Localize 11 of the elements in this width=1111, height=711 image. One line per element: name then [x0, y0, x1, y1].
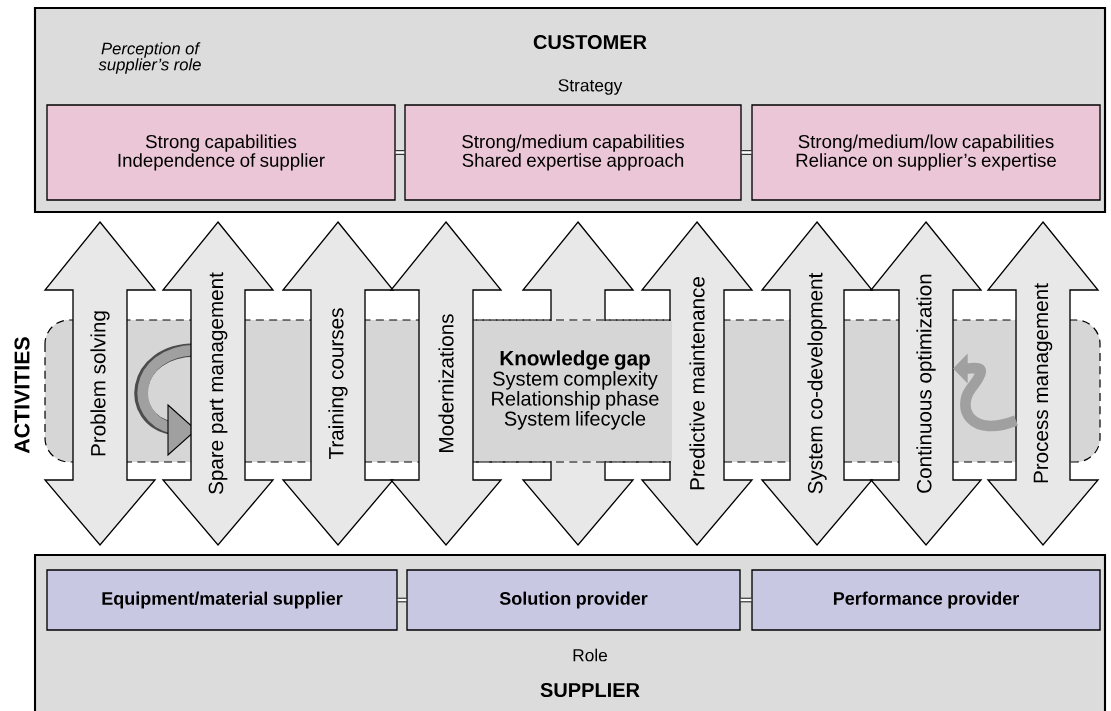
connector — [740, 597, 752, 603]
role-box: Solution provider — [406, 569, 741, 631]
knowledge-gap-box: Knowledge gap System complexity Relationship phase System lifecycle — [475, 319, 673, 463]
connector — [397, 597, 407, 603]
strategy-box: Strong/medium/low capabilities Reliance on supplier’s expertise — [751, 104, 1101, 201]
role-box: Performance provider — [751, 569, 1101, 631]
role-box: Equipment/material supplier — [46, 569, 398, 631]
strategy-box: Strong capabilities Independence of supplier — [46, 104, 396, 201]
connector — [741, 150, 752, 155]
connector — [395, 150, 405, 155]
strategy-box: Strong/medium capabilities Shared expertise approach — [404, 104, 742, 201]
